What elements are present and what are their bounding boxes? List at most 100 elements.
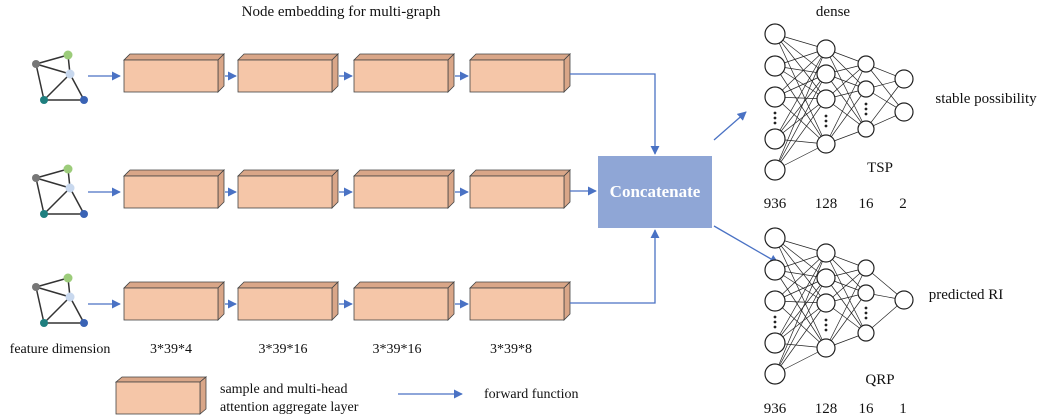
ellipsis-dot xyxy=(824,328,828,332)
network-edge xyxy=(774,269,827,349)
ellipsis-dot xyxy=(824,124,828,128)
tsp-layer-sizes: 936 128 16 2 xyxy=(764,196,907,212)
dim-label-1: 3*39*16 xyxy=(259,342,308,357)
legend: sample and multi-head attention aggregat… xyxy=(114,376,578,415)
ellipsis-dot xyxy=(864,311,868,315)
network-edge xyxy=(774,33,827,100)
ellipsis-dot xyxy=(773,325,777,329)
network-edge xyxy=(825,48,867,130)
legend-box-label-line1: sample and multi-head xyxy=(220,382,348,397)
network-edge xyxy=(774,98,827,171)
neuron xyxy=(764,363,786,385)
network-edge xyxy=(774,33,827,145)
network-edge xyxy=(774,252,827,344)
neuron xyxy=(764,128,786,150)
neuron xyxy=(894,102,914,122)
feature-dimension-label: feature dimension xyxy=(10,342,111,357)
neuron xyxy=(764,259,786,281)
ellipsis-dot xyxy=(824,114,828,118)
neuron xyxy=(816,39,836,59)
network-edge xyxy=(774,48,827,171)
neuron xyxy=(857,120,875,138)
neuron xyxy=(816,64,836,84)
qrp-size-3: 1 xyxy=(899,401,907,417)
network-edge xyxy=(774,237,827,279)
network-edge xyxy=(774,73,827,171)
aggregate-layer-box xyxy=(353,169,455,209)
network-edges xyxy=(774,33,905,171)
network-edge xyxy=(774,48,827,140)
aggregate-layer-box xyxy=(469,53,571,93)
aggregate-layer-box xyxy=(237,169,339,209)
merge-arrows xyxy=(570,73,660,304)
ellipsis-dot xyxy=(864,316,868,320)
network-edge xyxy=(774,302,827,344)
network-edge xyxy=(774,48,827,98)
ellipsis-dot xyxy=(864,112,868,116)
tsp-size-0: 936 xyxy=(764,196,787,212)
qrp-size-2: 16 xyxy=(859,401,875,417)
dim-label-0: 3*39*4 xyxy=(150,342,192,357)
ellipsis-dot xyxy=(773,111,777,115)
network-edge xyxy=(825,277,867,334)
ellipsis-dot xyxy=(824,119,828,123)
legend-arrow-label: forward function xyxy=(484,387,578,402)
neuron xyxy=(764,159,786,181)
network-edge xyxy=(865,78,905,130)
neuron xyxy=(894,69,914,89)
aggregate-layer-box xyxy=(469,169,571,209)
ellipsis-dot xyxy=(773,121,777,125)
legend-layer-box xyxy=(114,376,208,415)
neuron xyxy=(816,243,836,263)
legend-box-label-line2: attention aggregate layer xyxy=(220,400,359,415)
aggregate-layer-box xyxy=(237,281,339,321)
ellipsis-dot xyxy=(773,315,777,319)
graph-icon xyxy=(32,50,88,104)
tsp-size-2: 16 xyxy=(859,196,875,212)
tsp-output-label: stable possibility xyxy=(935,91,1037,107)
network-edge xyxy=(774,277,827,344)
neuron xyxy=(857,324,875,342)
neuron xyxy=(764,227,786,249)
neuron xyxy=(857,259,875,277)
concatenate-label: Concatenate xyxy=(610,182,701,201)
network-edge xyxy=(774,237,827,304)
network-edge xyxy=(774,33,827,75)
concatenate-block xyxy=(598,156,712,228)
network-edge xyxy=(825,292,867,349)
ellipsis-dot xyxy=(864,107,868,111)
neuron xyxy=(764,86,786,108)
aggregate-layer-box xyxy=(469,281,571,321)
neuron xyxy=(857,80,875,98)
tsp-label: TSP xyxy=(867,160,893,176)
neuron xyxy=(816,89,836,109)
aggregate-layer-box xyxy=(353,281,455,321)
aggregate-layer-box xyxy=(237,53,339,93)
network-edge xyxy=(774,300,827,349)
qrp-size-1: 128 xyxy=(815,401,838,417)
network-edge xyxy=(774,277,827,375)
neuron xyxy=(894,290,914,310)
neuron xyxy=(764,23,786,45)
aggregate-layer-box xyxy=(123,281,225,321)
ellipsis-dot xyxy=(824,323,828,327)
graph-icon xyxy=(32,273,88,327)
network-edges xyxy=(774,237,905,375)
neuron xyxy=(764,55,786,77)
network-edge xyxy=(774,73,827,140)
graph-icons xyxy=(32,50,88,327)
dim-label-3: 3*39*8 xyxy=(490,342,532,357)
dense-label: dense xyxy=(816,4,850,20)
dim-label-2: 3*39*16 xyxy=(373,342,422,357)
neuron xyxy=(764,332,786,354)
qrp-label: QRP xyxy=(865,372,894,388)
ellipsis-dot xyxy=(773,320,777,324)
network-edge xyxy=(774,98,827,140)
network-edge xyxy=(774,302,827,375)
qrp-network xyxy=(764,227,914,385)
network-edge xyxy=(774,252,827,302)
ellipsis-dot xyxy=(864,102,868,106)
qrp-output-label: predicted RI xyxy=(929,287,1004,303)
aggregate-layer-box xyxy=(353,53,455,93)
